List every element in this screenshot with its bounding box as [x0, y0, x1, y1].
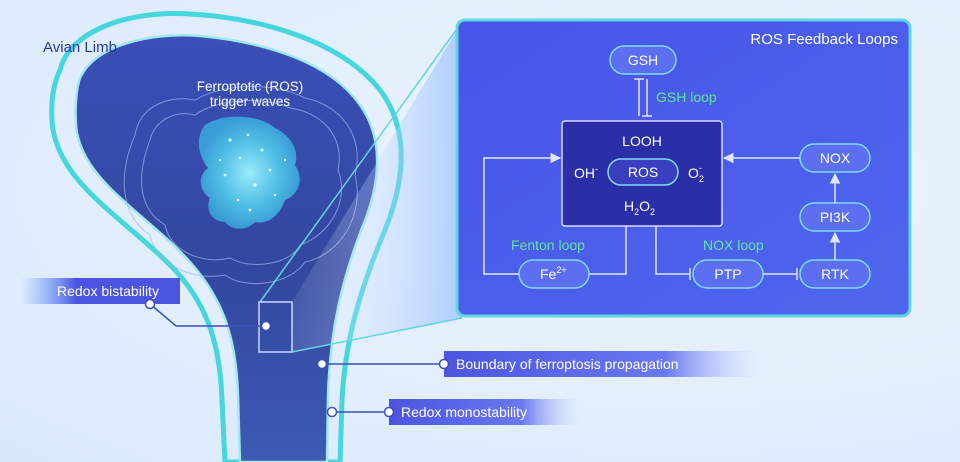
rtk-label: RTK — [821, 266, 849, 282]
ros-to-ptp-link — [655, 226, 690, 275]
zoom-line-bottom — [291, 317, 463, 353]
fe-label: Fe2+ — [540, 265, 567, 282]
zoom-beam — [292, 22, 462, 352]
gsh-label: GSH — [628, 52, 658, 68]
h2o2-label: H2O2 — [624, 198, 655, 217]
nox-loop-label: NOX loop — [703, 237, 764, 253]
zoom-region-box — [258, 301, 293, 353]
redox-bistability-bar — [20, 278, 180, 304]
ros-pill — [607, 158, 679, 186]
gsh-node — [609, 45, 677, 75]
fenton-arrow-out — [589, 226, 627, 275]
zoom-line-top — [259, 21, 463, 303]
looh-label: LOOH — [622, 133, 662, 149]
redox-bistability-leader — [149, 303, 266, 327]
ros-trigger-wave — [198, 116, 300, 229]
trigger-waves-label-line1: Ferroptotic (ROS) — [197, 79, 304, 94]
trigger-waves-label-line2: trigger waves — [210, 94, 291, 109]
redox-monostability-dot-left — [326, 406, 338, 418]
pi3k-label: PI3K — [820, 209, 851, 225]
fenton-loop-label: Fenton loop — [511, 237, 585, 253]
limb-title: Avian Limb — [43, 39, 117, 56]
boundary-label: Boundary of ferroptosis propagation — [456, 356, 679, 372]
redox-monostability-label: Redox monostability — [401, 404, 527, 420]
panel-title: ROS Feedback Loops — [750, 31, 898, 48]
redox-monostability-dot-right — [383, 406, 395, 418]
gsh-loop-label: GSH loop — [656, 89, 717, 105]
superoxide-label: O2- — [688, 163, 704, 184]
hydroxyl-label: OH- — [574, 164, 598, 181]
redox-bistability-dot-right — [260, 320, 272, 332]
ptp-label: PTP — [714, 266, 741, 282]
redox-bistability-label: Redox bistability — [57, 283, 159, 299]
ros-particles — [218, 133, 287, 212]
gsh-inhibition-link — [634, 78, 652, 117]
redox-monostability-bar — [389, 399, 579, 425]
boundary-dot-left — [316, 358, 328, 370]
fenton-arrow-in — [483, 152, 562, 275]
boundary-dot-right — [438, 358, 450, 370]
ros-label: ROS — [628, 164, 658, 180]
boundary-bar — [444, 351, 760, 377]
nox-label: NOX — [820, 150, 851, 166]
redox-bistability-dot-left — [144, 298, 156, 310]
